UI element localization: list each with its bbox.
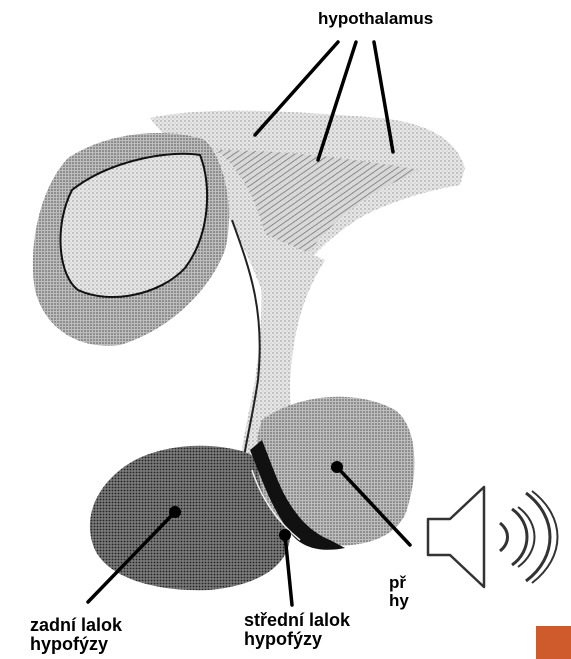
label-hypothalamus: hypothalamus <box>318 10 433 28</box>
label-intermediate-line-1: střední lalok <box>244 611 350 630</box>
next-slide-button[interactable] <box>536 626 571 659</box>
label-posterior-line-2: hypofýzy <box>30 635 122 654</box>
label-anterior-line-1: př <box>389 574 421 592</box>
label-posterior-line-1: zadní lalok <box>30 616 122 635</box>
label-intermediate-line-2: hypofýzy <box>244 630 350 649</box>
label-posterior-lobe: zadní lalok hypofýzy <box>30 616 122 654</box>
speaker-icon[interactable] <box>422 481 562 593</box>
label-anterior-line-2: hy <box>389 592 421 610</box>
label-anterior-lobe-partial: př hy <box>389 574 421 610</box>
label-intermediate-lobe: střední lalok hypofýzy <box>244 611 350 649</box>
